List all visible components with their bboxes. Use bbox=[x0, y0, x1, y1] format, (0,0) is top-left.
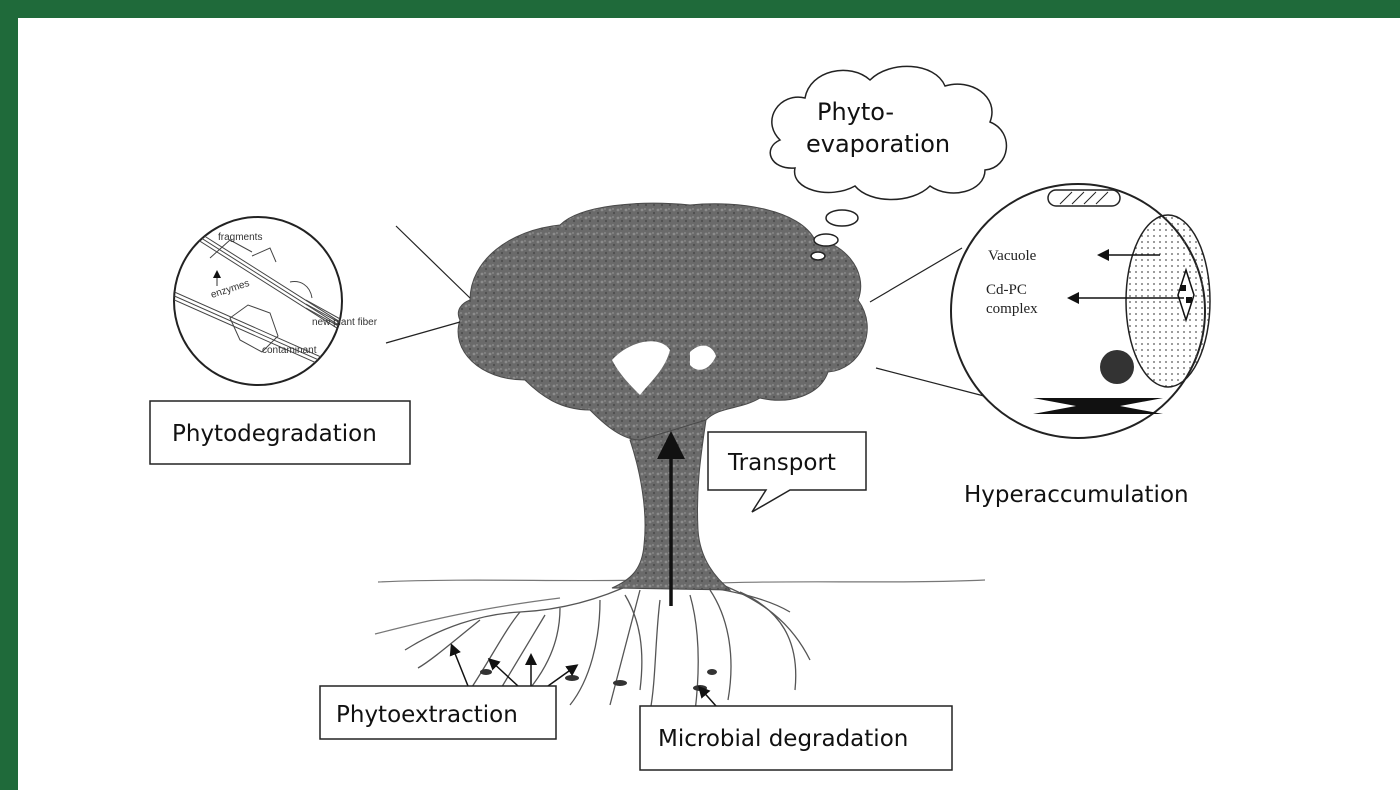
connector-line bbox=[870, 248, 962, 302]
phytodegradation-label: Phytodegradation bbox=[172, 421, 377, 447]
phyto-evaporation-label-line2: evaporation bbox=[806, 130, 950, 158]
microbial-degradation-label: Microbial degradation bbox=[658, 726, 908, 752]
connector-line bbox=[386, 322, 460, 343]
cd-pc-label-line2: complex bbox=[986, 301, 1038, 317]
microbial-arrow bbox=[700, 688, 716, 706]
vacuole-shape bbox=[1126, 215, 1210, 387]
phyto-evaporation-label-line1: Phyto- bbox=[817, 98, 894, 126]
cd-pc-label-line1: Cd-PC bbox=[986, 282, 1027, 298]
vacuole-label: Vacuole bbox=[988, 248, 1037, 264]
nucleus-dot bbox=[1100, 350, 1134, 384]
phytodegradation-inset: fragments enzymes new plant fiber contam… bbox=[170, 217, 400, 400]
hyperaccumulation-label: Hyperaccumulation bbox=[964, 482, 1189, 508]
tree-canopy bbox=[458, 203, 867, 440]
hyperaccumulation-inset: Vacuole Cd-PC complex bbox=[951, 184, 1210, 438]
inset-label-contaminant: contaminant bbox=[262, 345, 317, 356]
inset-label-fragments: fragments bbox=[218, 232, 262, 243]
inset-label-new-plant-fiber: new plant fiber bbox=[312, 317, 378, 328]
connector-line bbox=[396, 226, 470, 298]
phytoextraction-label: Phytoextraction bbox=[336, 702, 518, 728]
transport-label: Transport bbox=[727, 450, 836, 476]
